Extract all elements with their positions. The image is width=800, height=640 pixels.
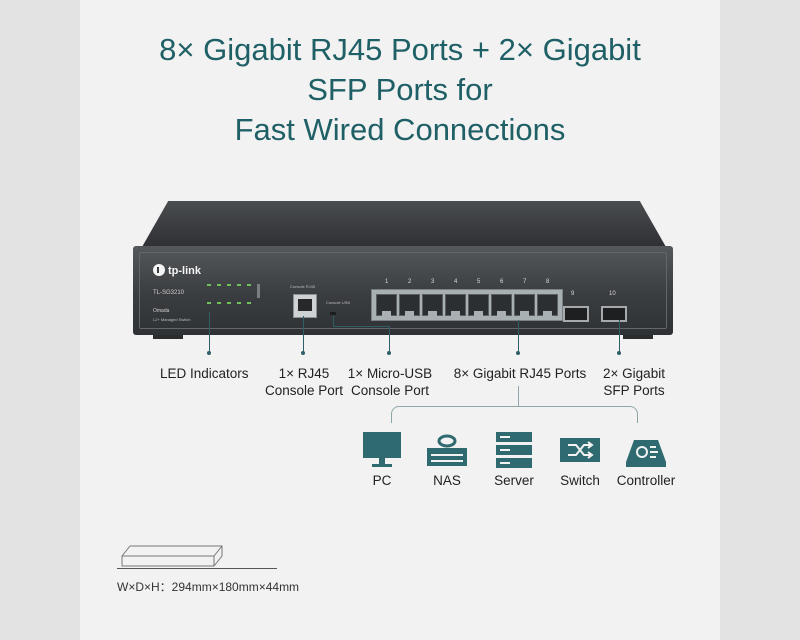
sfp-port-10 — [601, 306, 627, 322]
callout-line-usb-c — [389, 326, 390, 352]
rj45-port-6 — [491, 294, 512, 316]
dimensions-text: W×D×H：294mm×180mm×44mm — [117, 580, 300, 594]
callout-led-indicators: LED Indicators — [160, 366, 249, 381]
device-label-switch: Switch — [560, 473, 600, 488]
rj45-port-number: 8 — [546, 279, 550, 285]
callout-line-usb-b — [333, 326, 390, 327]
callout-sfp: 2× Gigabit SFP Ports — [594, 365, 674, 399]
sfp-port-number: 9 — [571, 291, 575, 297]
led-separator — [257, 284, 260, 298]
headline-line-1: 8× Gigabit RJ45 Ports + 2× Gigabit — [159, 32, 641, 67]
callout-dot-sfp — [617, 351, 621, 355]
callout-gigabit-rj45: 8× Gigabit RJ45 Ports — [453, 366, 587, 381]
led — [237, 302, 241, 304]
sfp-port-number: 10 — [609, 291, 616, 297]
headline-line-3: Fast Wired Connections — [234, 112, 566, 147]
rj45-port-number: 4 — [454, 279, 458, 285]
led — [247, 302, 251, 304]
callout-dot-usb — [387, 351, 391, 355]
server-icon — [496, 432, 532, 468]
device-label-server: Server — [494, 473, 534, 488]
rj45-port-4 — [445, 294, 466, 316]
headline: 8× Gigabit RJ45 Ports + 2× Gigabit SFP P… — [80, 30, 720, 150]
console-rj45-label: Console RJ45 — [290, 284, 316, 289]
rj45-port-number: 5 — [477, 279, 481, 285]
callout-dot-console-rj45 — [301, 351, 305, 355]
led — [217, 302, 221, 304]
led — [227, 284, 231, 286]
tp-link-logo-icon — [153, 264, 165, 276]
callout-console-rj45: 1× RJ45 Console Port — [252, 365, 356, 399]
callout-line-console-rj45 — [303, 316, 304, 352]
console-usb-label: Console USB — [326, 300, 351, 305]
bracket-stem — [518, 386, 519, 406]
rj45-port-8 — [537, 294, 558, 316]
callout-console-usb-line1: 1× Micro-USB — [347, 366, 433, 381]
dimension-box-icon — [121, 545, 223, 567]
switch-front-panel: tp-link TL-SG3210 Omada L2+ Managed Swit… — [133, 246, 673, 335]
series-subtitle: L2+ Managed Switch — [153, 317, 191, 322]
product-panel: 8× Gigabit RJ45 Ports + 2× Gigabit SFP P… — [80, 0, 720, 640]
rj45-port-3 — [422, 294, 443, 316]
console-rj45-port — [293, 294, 317, 318]
switch-feet — [153, 335, 653, 339]
headline-line-2: SFP Ports for — [307, 72, 493, 107]
rj45-port-number: 3 — [431, 279, 435, 285]
led — [237, 284, 241, 286]
led — [207, 284, 211, 286]
model-number: TL-SG3210 — [153, 290, 185, 296]
callout-dot-led — [207, 351, 211, 355]
device-label-controller: Controller — [616, 473, 676, 488]
sfp-port-9 — [563, 306, 589, 322]
led — [217, 284, 221, 286]
nas-icon — [427, 434, 467, 466]
callout-console-usb-line2: Console Port — [350, 383, 430, 398]
switch-icon — [560, 438, 600, 462]
rj45-port-number: 1 — [385, 279, 389, 285]
series-name: Omada — [153, 308, 170, 314]
foot — [623, 335, 653, 339]
rj45-port-2 — [399, 294, 420, 316]
rj45-port-5 — [468, 294, 489, 316]
rj45-port-number: 7 — [523, 279, 527, 285]
brand-logo: tp-link — [153, 264, 201, 277]
rj45-port-number: 6 — [500, 279, 504, 285]
callout-dot-rj45 — [516, 351, 520, 355]
callout-console-rj45-line2: Console Port — [264, 383, 344, 398]
callout-line-sfp — [619, 320, 620, 352]
callout-line-led — [209, 312, 210, 352]
device-bracket — [391, 406, 638, 423]
callout-sfp-line2: SFP Ports — [603, 383, 665, 398]
led — [207, 302, 211, 304]
device-label-nas: NAS — [433, 473, 461, 488]
dimension-baseline — [117, 568, 277, 569]
led-indicator-grid — [203, 278, 265, 318]
monitor-icon — [363, 432, 401, 467]
front-panel-bezel — [139, 252, 667, 329]
foot — [153, 335, 183, 339]
rj45-port-number: 2 — [408, 279, 412, 285]
led — [247, 284, 251, 286]
rj45-port-1 — [376, 294, 397, 316]
callout-line-usb-a — [333, 316, 334, 326]
console-usb-port — [330, 312, 336, 315]
brand-name: tp-link — [168, 265, 201, 277]
rj45-port-7 — [514, 294, 535, 316]
callout-sfp-line1: 2× Gigabit — [603, 366, 665, 381]
switch-top-cover — [142, 201, 666, 247]
device-label-pc: PC — [372, 473, 392, 488]
callout-line-rj45 — [518, 320, 519, 352]
controller-icon — [626, 440, 666, 467]
led — [227, 302, 231, 304]
callout-console-usb: 1× Micro-USB Console Port — [343, 365, 437, 399]
rj45-port-block — [371, 289, 563, 321]
callout-console-rj45-line1: 1× RJ45 — [278, 366, 330, 381]
